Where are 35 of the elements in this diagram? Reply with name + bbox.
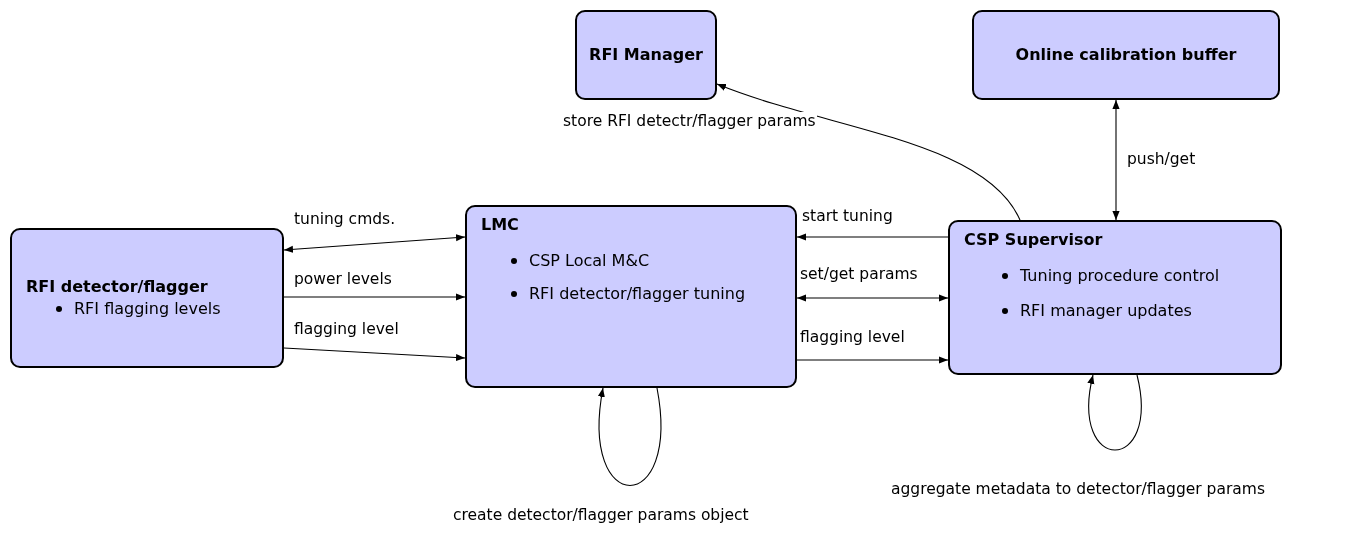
box-title: LMC — [481, 215, 519, 236]
box-title: CSP Supervisor — [964, 230, 1103, 251]
process-box — [972, 10, 1280, 100]
loop-arrow — [1087, 374, 1142, 451]
arrow — [283, 293, 466, 301]
edge-label: set/get params — [799, 265, 919, 284]
edge-label: aggregate metadata to detector/flagger params — [890, 480, 1266, 499]
arrow — [716, 83, 1021, 221]
bullet-text: RFI flagging levels — [74, 297, 221, 320]
arrow — [283, 234, 466, 253]
edge-label: create detector/flagger params object — [452, 506, 750, 525]
edge-label: flagging level — [293, 320, 400, 339]
box-title: RFI detector/flagger — [26, 276, 208, 298]
arrow — [283, 347, 466, 362]
edge-label: store RFI detectr/flagger params — [562, 112, 817, 131]
loop-arrow — [598, 387, 662, 487]
detector-box — [10, 228, 284, 368]
arrow — [796, 294, 949, 302]
arrow — [796, 356, 949, 364]
box-title: RFI Manager — [589, 44, 703, 66]
edge-label: start tuning — [801, 207, 894, 226]
edge-label: flagging level — [799, 328, 906, 347]
process-box — [948, 220, 1282, 375]
box-title: Online calibration buffer — [1015, 44, 1237, 66]
arrow — [1112, 99, 1120, 221]
bullet-text: CSP Local M&C — [529, 249, 650, 272]
edge-label: tuning cmds. — [293, 210, 397, 229]
edge-label: push/get — [1126, 150, 1197, 169]
process-box — [575, 10, 717, 100]
process-box — [465, 205, 797, 388]
bullet-text: RFI manager updates — [1020, 300, 1192, 322]
edge-label: power levels — [293, 270, 393, 289]
bullet-text: RFI detector/flagger tuning — [529, 283, 746, 305]
bullet-text: Tuning procedure control — [1020, 264, 1220, 287]
arrow — [796, 233, 949, 241]
